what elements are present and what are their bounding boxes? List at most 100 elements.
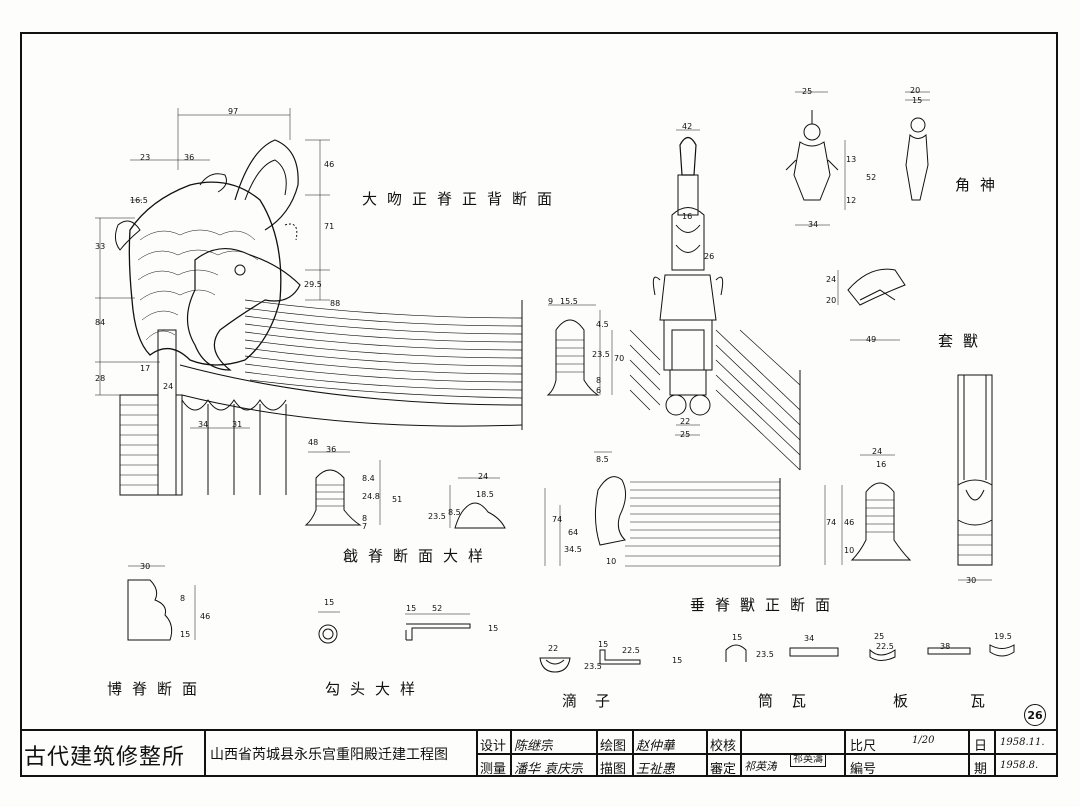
dimension-label: 15 [672,656,683,665]
dimension-label: 24 [872,447,883,456]
dimension-label: 9 [548,297,554,306]
eave-tile-detail [318,611,471,644]
dimension-label: 23.5 [592,350,610,359]
sheet-number-badge: 26 [1024,704,1046,726]
dimension-label: 34 [198,420,209,429]
approval-stamp: 祁英濤 [790,753,826,767]
dimension-label: 22.5 [876,642,894,651]
dimension-label: 23.5 [428,512,446,521]
dimension-label: 17 [140,364,151,373]
date-value-bottom: 1958.8. [1000,760,1039,771]
design-value: 陈继宗 [514,739,554,754]
cylinder-tile-title: 筒瓦 [758,692,825,710]
dimension-label: 31 [232,420,243,429]
date-value-top: 1958.11. [1000,737,1045,748]
hip-ridge-beast-title: 垂脊獸正断面 [690,596,841,614]
dimension-label: 23.5 [756,650,774,659]
dimension-label: 22 [548,644,559,653]
dimension-label: 22 [680,417,691,426]
wall-ridge-title: 博脊断面 [107,680,208,698]
dimension-label: 36 [184,153,195,162]
dimension-label: 10 [606,557,617,566]
dimension-label: 15 [324,598,335,607]
main-ridge-finial-section [95,108,523,496]
dimension-label: 8 [362,514,368,523]
dimension-label: 25 [680,430,691,439]
dimension-label: 26 [704,252,715,261]
dimension-label: 24 [478,472,489,481]
dimension-label: 38 [940,642,951,651]
dimension-label: 15 [488,624,499,633]
dimension-label: 30 [966,576,977,585]
dimension-label: 29.5 [304,280,322,289]
survey-value: 潘华 袁庆宗 [514,762,584,777]
dimension-label: 88 [330,299,341,308]
dimension-label: 18.5 [476,490,494,499]
dimension-label: 74 [552,515,563,524]
dimension-label: 10 [844,546,855,555]
dimension-label: 74 [826,518,837,527]
dimension-label: 15.5 [560,297,578,306]
sleeve-beast [837,268,906,341]
dimension-label: 8 [180,594,186,603]
dimension-label: 8 [596,376,602,385]
approve-value: 祁英涛 [744,760,777,773]
dimension-label: 24 [826,275,837,284]
dimension-label: 84 [95,318,106,327]
flat-tile-title-a: 板 [893,692,919,710]
dimension-label: 71 [324,222,335,231]
dimension-label: 48 [308,438,319,447]
draw-label: 绘图 [600,739,627,754]
scale-value: 1/20 [912,735,935,746]
dimension-label: 52 [432,604,443,613]
dimension-label: 28 [95,374,106,383]
ridge-front-view [629,129,801,471]
dimension-label: 22.5 [622,646,640,655]
design-label: 设计 [480,739,507,754]
project-title: 山西省芮城县永乐宫重阳殿迁建工程图 [210,747,448,763]
check-label: 校核 [710,739,737,754]
trace-value: 王祉惠 [636,762,676,777]
hip-ridge-section-title: 戧脊断面大样 [343,547,494,565]
dimension-label: 12 [846,196,857,205]
dimension-label: 46 [324,160,335,169]
dimension-label: 97 [228,107,239,116]
dimension-label: 15 [912,96,923,105]
survey-label: 测量 [480,762,507,777]
dimension-label: 15 [180,630,191,639]
dimension-label: 8.5 [596,455,609,464]
dimension-label: 7 [362,522,368,531]
dimension-label: 23.5 [584,662,602,671]
date-label-top: 日 [974,739,988,754]
corner-deity-figures [785,91,930,226]
dimension-label: 34 [808,220,819,229]
dimension-label: 8.5 [448,508,461,517]
dimension-label: 46 [844,518,855,527]
title-block: 古代建筑修整所 山西省芮城县永乐宫重阳殿迁建工程图 设计 陈继宗 测量 潘华 袁… [20,729,1058,777]
dimension-label: 4.5 [596,320,609,329]
dimension-label: 34 [804,634,815,643]
dimension-label: 64 [568,528,579,537]
drip-tile-title: 滴子 [562,692,629,710]
draw-value: 赵仲華 [636,739,676,754]
hip-ridge-beast-section [544,451,781,567]
dimension-label: 52 [866,173,877,182]
dimension-label: 20 [826,296,837,305]
dimension-label: 15 [732,633,743,642]
dimension-label: 23 [140,153,151,162]
eave-tile-title: 勾头大样 [325,680,426,698]
wall-ridge-section [127,565,196,641]
hip-ridge-section [304,451,506,529]
dimension-label: 19.5 [994,632,1012,641]
dimension-label: 36 [326,445,337,454]
dimension-label: 34.5 [564,545,582,554]
dimension-label: 16.5 [130,196,148,205]
institution-name: 古代建筑修整所 [24,745,186,770]
tile-details-row [539,644,1015,673]
dimension-label: 49 [866,335,877,344]
dimension-label: 13 [846,155,857,164]
dimension-label: 70 [614,354,625,363]
ridge-tile-column [957,374,993,581]
